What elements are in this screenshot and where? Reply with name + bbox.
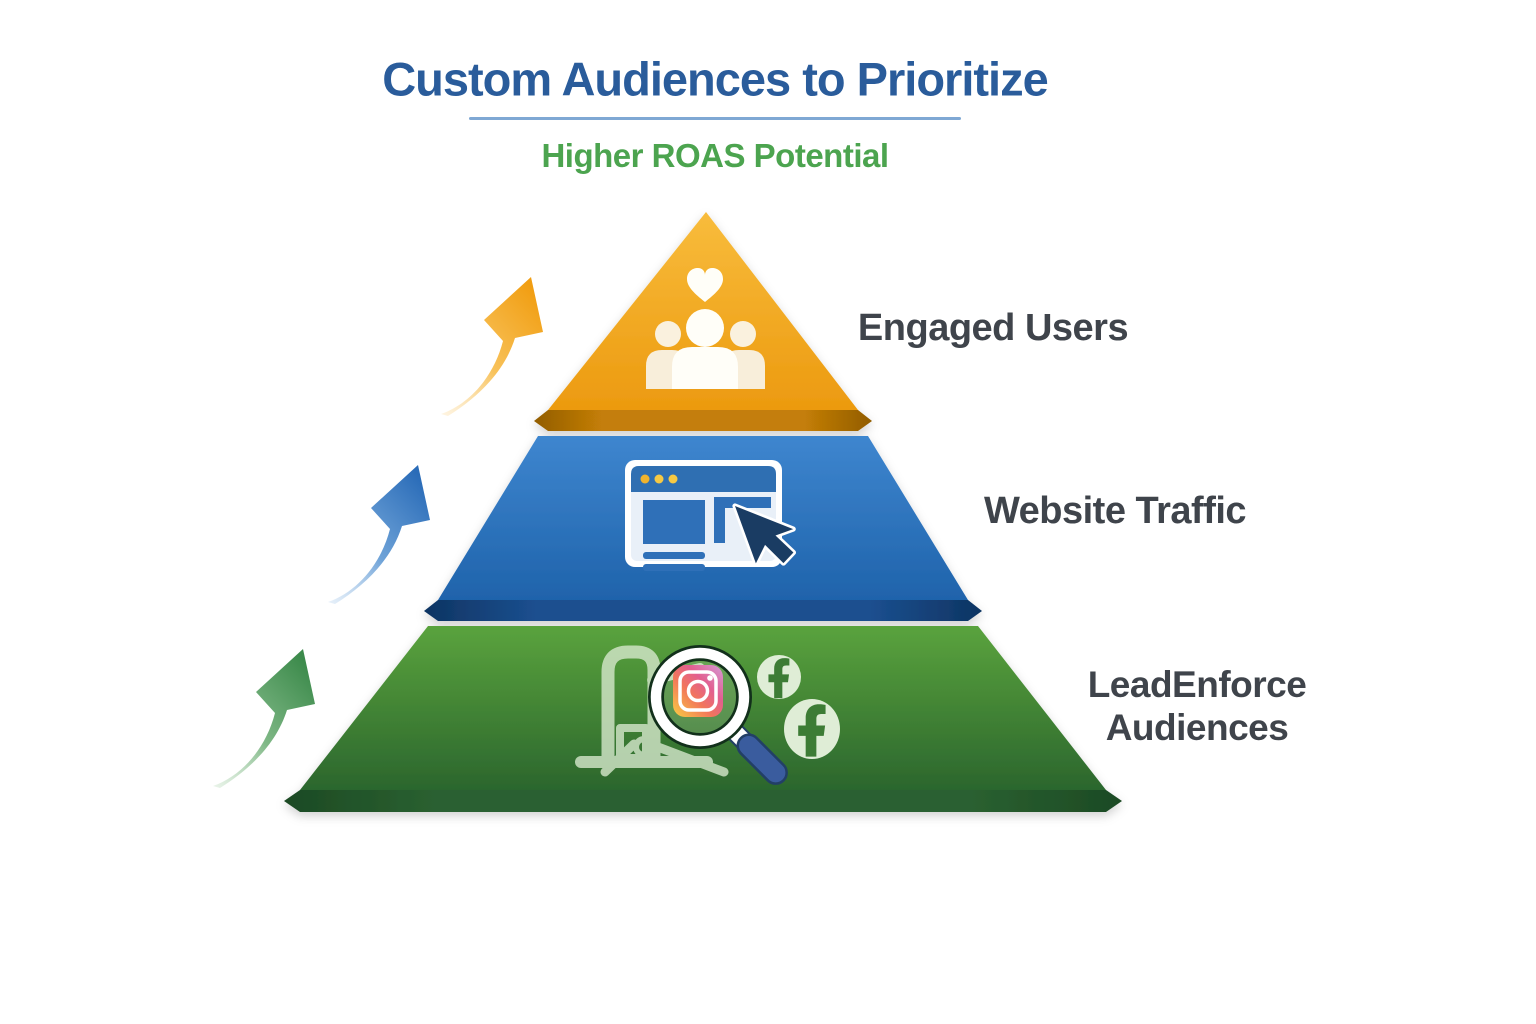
facebook-logo-icon xyxy=(757,655,801,699)
page-title: Custom Audiences to Prioritize xyxy=(382,52,1049,106)
tier-label-engaged-users: Engaged Users xyxy=(857,306,1129,349)
subtitle: Higher ROAS Potential xyxy=(541,137,889,174)
magnifier-icon xyxy=(648,645,788,785)
cursor-icon xyxy=(732,503,797,567)
people-with-heart-icon xyxy=(646,268,765,389)
social-search-icon xyxy=(575,645,840,785)
browser-click-icon xyxy=(625,460,797,571)
tier-label-website-traffic: Website Traffic xyxy=(983,489,1247,532)
facebook-logo-icon-large xyxy=(784,699,840,759)
instagram-logo-icon xyxy=(673,665,723,717)
growth-arrow-middle-icon xyxy=(328,465,430,604)
growth-arrow-bottom-icon xyxy=(213,649,315,788)
pumpjack-icon xyxy=(575,645,729,777)
title-divider xyxy=(469,117,961,120)
growth-arrow-top-icon xyxy=(441,277,543,416)
heart-icon xyxy=(687,268,723,302)
tier-label-leadenforce-audiences: LeadEnforce Audiences xyxy=(1087,664,1307,748)
